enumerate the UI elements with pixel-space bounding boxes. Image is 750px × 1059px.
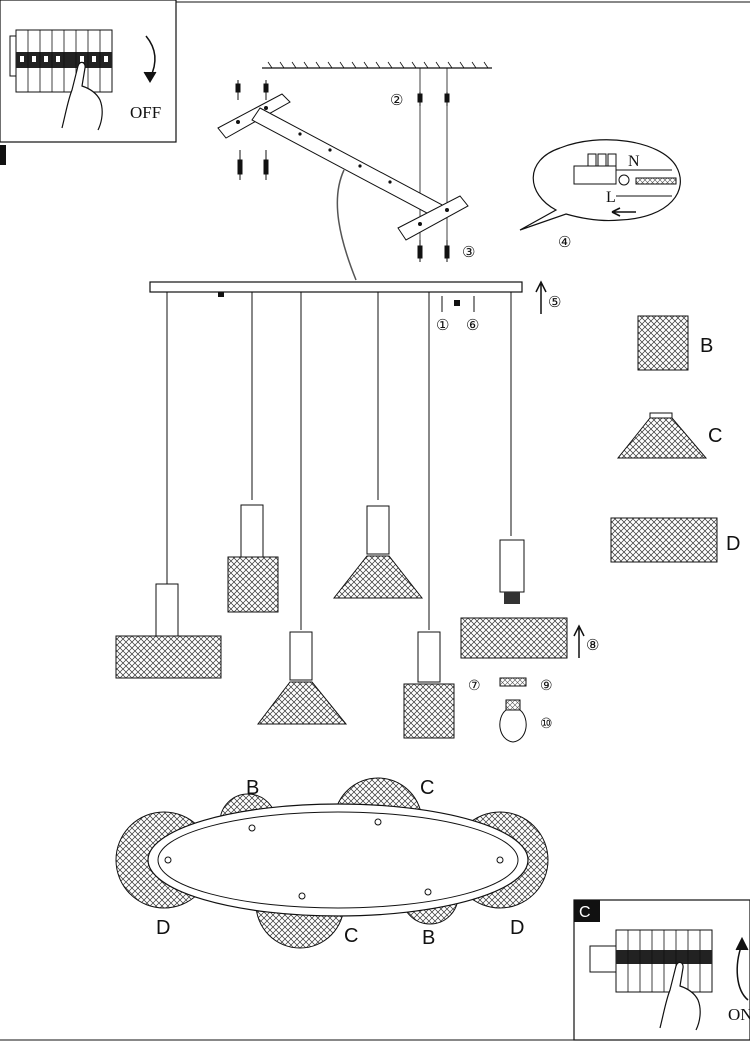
hand-icon xyxy=(659,961,701,1031)
bulb-icon xyxy=(499,699,527,743)
callout-10: ⑩ xyxy=(540,715,553,731)
callout-3: ③ xyxy=(462,244,475,261)
breaker-box-icon xyxy=(589,929,713,993)
callout-1: ① xyxy=(436,317,449,334)
pendant-d-left xyxy=(115,292,222,679)
arrow-head-icon xyxy=(735,936,749,951)
pendant-bare-holder xyxy=(499,292,525,604)
svg-text:C: C xyxy=(708,425,722,447)
legend-shade-d: D xyxy=(610,517,740,563)
legend-shade-c: C xyxy=(616,412,722,459)
plan-view xyxy=(115,777,549,949)
corner-mark xyxy=(0,145,6,165)
legend-shade-b: B xyxy=(637,315,713,371)
left-arrow-icon xyxy=(611,207,636,217)
wiring-detail-bubble: N L xyxy=(519,139,681,231)
pendant-b-right xyxy=(403,292,455,739)
arrow-head-icon xyxy=(143,71,157,83)
pendant-b xyxy=(227,292,279,613)
pendant-c-low xyxy=(256,292,348,725)
callout-6: ⑥ xyxy=(466,317,479,334)
plan-label-b-bottom: B xyxy=(422,927,435,949)
callout-2: ② xyxy=(390,92,403,109)
plan-label-c-bottom: C xyxy=(344,925,358,947)
up-arrow-icon xyxy=(535,280,547,314)
plan-label-d-right: D xyxy=(510,917,524,939)
switch-off-panel: OFF xyxy=(0,0,177,143)
switch-on-panel: C ON xyxy=(573,899,750,1041)
terminal-block-icon xyxy=(573,153,617,185)
svg-text:D: D xyxy=(726,533,740,555)
wire-n-label: N xyxy=(628,153,640,170)
earth-wire xyxy=(635,177,677,185)
wire-l-label: L xyxy=(606,189,616,206)
ceiling-assembly xyxy=(217,61,492,281)
earth-icon xyxy=(618,174,630,186)
canopy-plate xyxy=(149,281,523,312)
up-arrow-icon xyxy=(573,624,585,658)
svg-text:B: B xyxy=(700,335,713,357)
shade-d-loose xyxy=(460,617,568,659)
plan-label-b-top: B xyxy=(246,777,259,799)
callout-5: ⑤ xyxy=(548,294,561,311)
on-label: ON xyxy=(728,1005,750,1024)
plan-label-d-left: D xyxy=(156,917,170,939)
plan-label-c-top: C xyxy=(420,777,434,799)
panel-letter: C xyxy=(579,904,591,921)
callout-9: ⑨ xyxy=(540,677,553,693)
callout-8: ⑧ xyxy=(586,637,599,654)
callout-4: ④ xyxy=(558,234,571,251)
lock-ring xyxy=(499,677,527,687)
off-label: OFF xyxy=(130,103,161,122)
hand-icon xyxy=(61,61,103,131)
callout-7: ⑦ xyxy=(468,677,481,693)
power-cable xyxy=(336,169,357,281)
pendant-c-high xyxy=(332,292,424,599)
breaker-box-icon xyxy=(9,29,113,93)
